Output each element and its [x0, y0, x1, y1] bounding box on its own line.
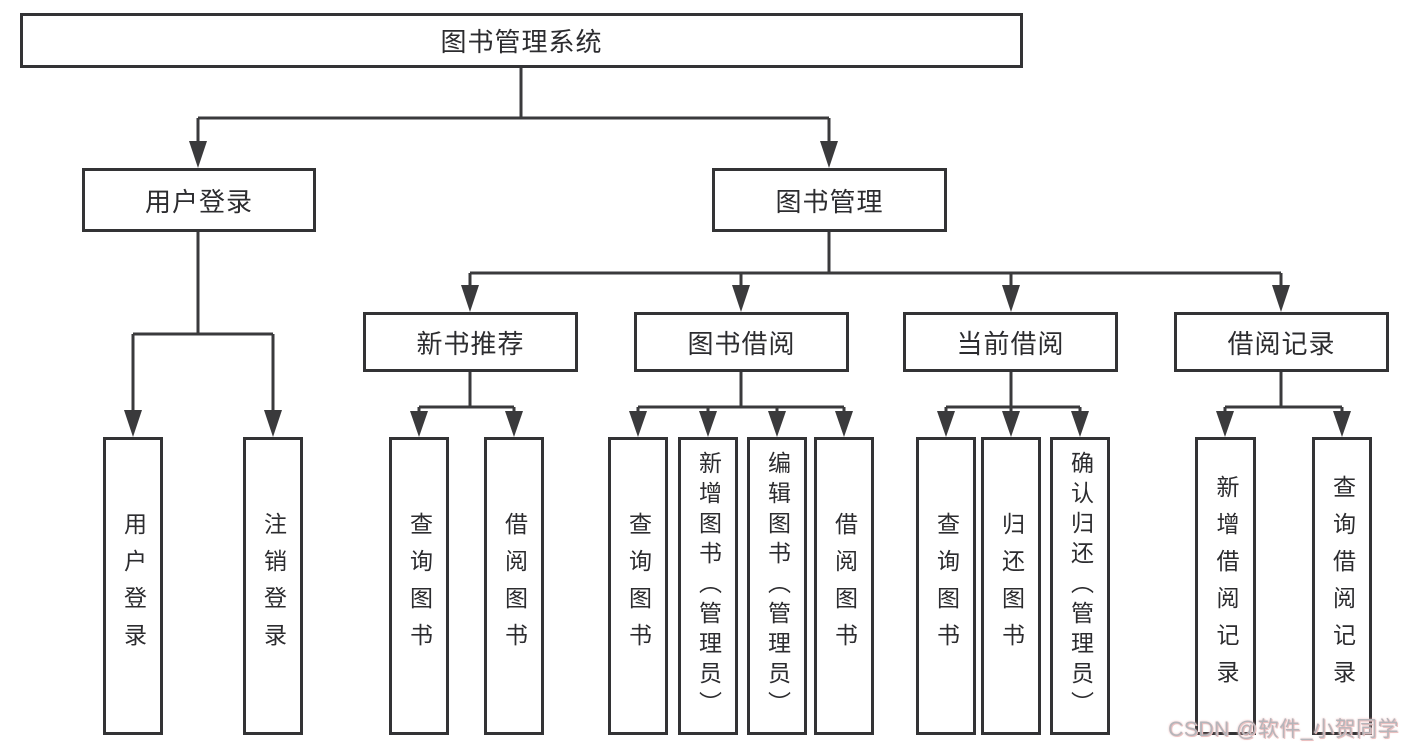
- node-library-management-system-label: 图书管理系统: [440, 27, 603, 57]
- node-new-book-recommendation-label: 新书推荐: [416, 328, 525, 359]
- leaf-add-borrow-record-label: 新增借阅记录: [1213, 475, 1239, 697]
- leaf-borrowing-query-book: 查询图书: [608, 437, 668, 735]
- leaf-user-login: 用户登录: [103, 437, 163, 735]
- leaf-add-borrow-record: 新增借阅记录: [1195, 437, 1256, 735]
- node-book-management-label: 图书管理: [775, 186, 884, 217]
- leaf-borrowing-borrow-book: 借阅图书: [814, 437, 874, 735]
- leaf-query-borrow-record-label: 查询借阅记录: [1329, 475, 1356, 697]
- node-book-borrowing-label: 图书借阅: [687, 328, 796, 359]
- leaf-return-book-label: 归还图书: [998, 512, 1025, 660]
- arrowheads: [124, 141, 1351, 437]
- node-library-management-system: 图书管理系统: [20, 13, 1023, 68]
- leaf-logout: 注销登录: [243, 437, 303, 735]
- leaf-return-book: 归还图书: [981, 437, 1041, 735]
- leaf-add-book-admin-label: 新增图书（管理员）: [695, 451, 722, 721]
- node-user-login: 用户登录: [82, 168, 316, 232]
- leaf-confirm-return-admin: 确认归还（管理员）: [1050, 437, 1110, 735]
- leaf-recommend-query-book-label: 查询图书: [406, 512, 433, 660]
- node-new-book-recommendation: 新书推荐: [363, 312, 578, 372]
- node-user-login-label: 用户登录: [144, 186, 253, 217]
- leaf-recommend-borrow-book: 借阅图书: [484, 437, 544, 735]
- leaf-logout-label: 注销登录: [260, 512, 287, 660]
- leaf-recommend-query-book: 查询图书: [389, 437, 449, 735]
- leaf-recommend-borrow-book-label: 借阅图书: [501, 512, 528, 660]
- connector-paths: [131, 68, 1344, 412]
- leaf-borrowing-borrow-book-label: 借阅图书: [831, 512, 858, 660]
- watermark: CSDN @软件_小贺同学: [1168, 718, 1399, 741]
- leaf-borrowing-query-book-label: 查询图书: [625, 512, 652, 660]
- leaf-confirm-return-admin-label: 确认归还（管理员）: [1067, 451, 1094, 721]
- leaf-edit-book-admin-label: 编辑图书（管理员）: [764, 451, 791, 721]
- node-borrowing-records: 借阅记录: [1174, 312, 1389, 372]
- node-current-borrowing: 当前借阅: [903, 312, 1118, 372]
- leaf-query-borrow-record: 查询借阅记录: [1312, 437, 1372, 735]
- node-borrowing-records-label: 借阅记录: [1227, 328, 1336, 359]
- leaf-user-login-label: 用户登录: [120, 512, 147, 660]
- leaf-current-query-book-label: 查询图书: [933, 512, 960, 660]
- node-book-borrowing: 图书借阅: [634, 312, 849, 372]
- node-book-management: 图书管理: [712, 168, 947, 232]
- leaf-edit-book-admin: 编辑图书（管理员）: [747, 437, 807, 735]
- node-current-borrowing-label: 当前借阅: [956, 328, 1065, 359]
- leaf-add-book-admin: 新增图书（管理员）: [678, 437, 738, 735]
- leaf-current-query-book: 查询图书: [916, 437, 976, 735]
